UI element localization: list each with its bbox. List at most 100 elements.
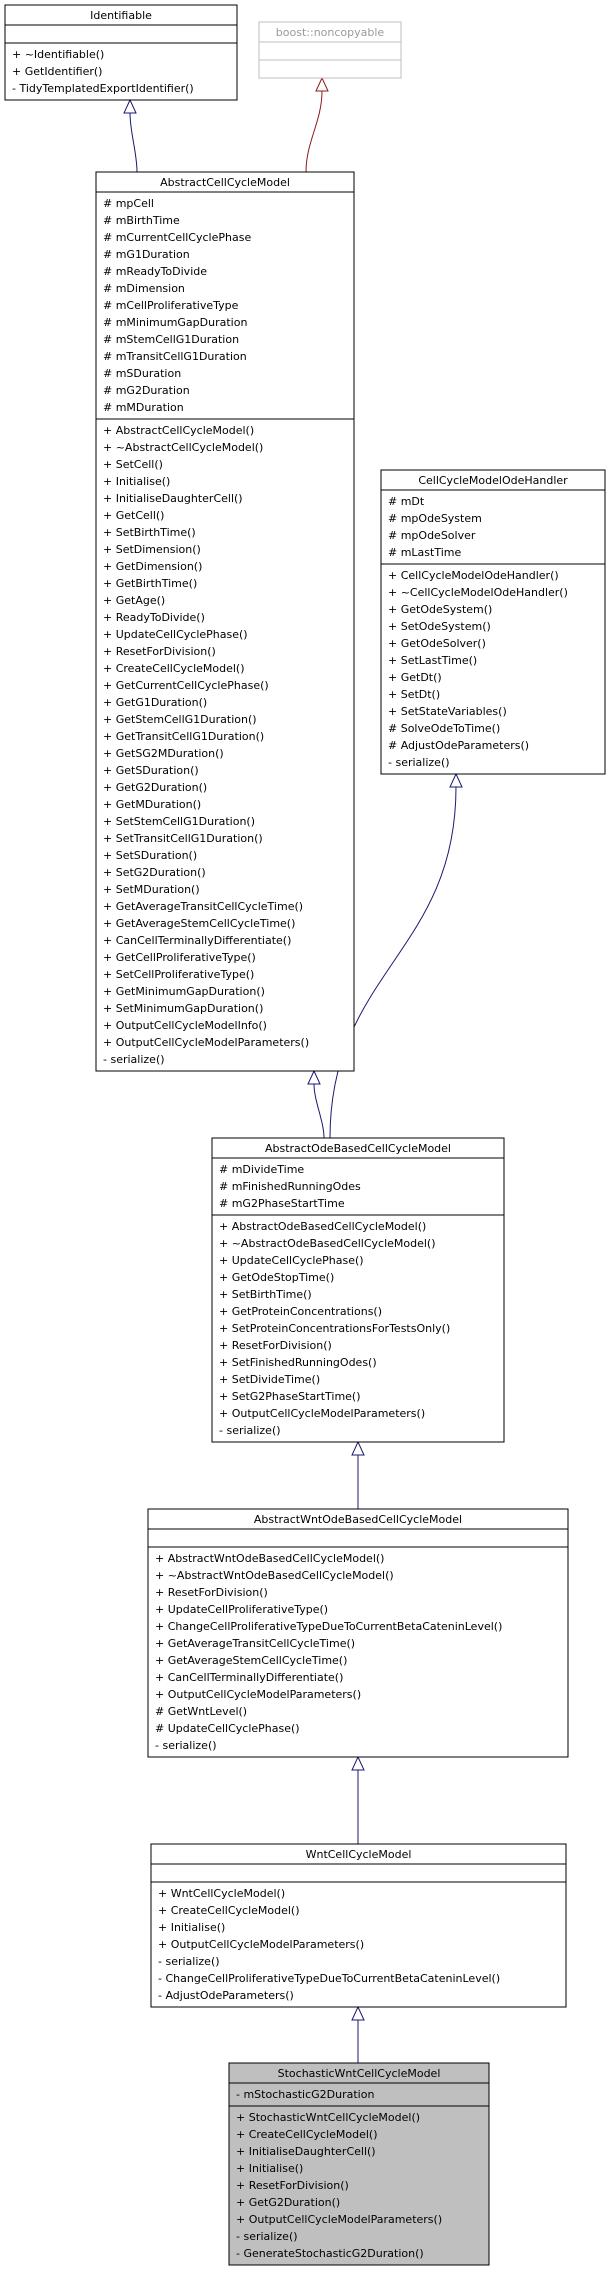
class-method: + WntCellCycleModel() xyxy=(158,1887,285,1900)
class-method: + GetDimension() xyxy=(103,560,202,573)
class-name: AbstractCellCycleModel xyxy=(160,176,290,189)
inheritance-arrow-stochastic-wnt-cell-cycle-model-to-wnt-cell-cycle-model xyxy=(351,2005,365,2063)
class-boxes: Identifiable+ ~Identifiable()+ GetIdenti… xyxy=(4,4,606,2266)
class-method: + ChangeCellProliferativeTypeDueToCurren… xyxy=(155,1620,502,1633)
class-method: - AdjustOdeParameters() xyxy=(158,1989,294,2002)
class-attribute: # mpCell xyxy=(103,197,154,210)
class-method: + OutputCellCycleModelParameters() xyxy=(236,2213,442,2226)
class-method: + SetG2Duration() xyxy=(103,866,206,879)
class-method: + AbstractWntOdeBasedCellCycleModel() xyxy=(155,1552,384,1565)
class-method: + Initialise() xyxy=(103,475,170,488)
class-method: + SetProteinConcentrationsForTestsOnly() xyxy=(219,1322,450,1335)
class-box-wnt-cell-cycle-model[interactable]: WntCellCycleModel + WntCellCycleModel() + … xyxy=(150,1843,567,2008)
class-method: # UpdateCellCyclePhase() xyxy=(155,1722,300,1735)
class-method: - ChangeCellProliferativeTypeDueToCurren… xyxy=(158,1972,500,1985)
class-method: + CreateCellCycleModel() xyxy=(103,662,245,675)
class-method: + CanCellTerminallyDifferentiate() xyxy=(155,1671,343,1684)
class-name: WntCellCycleModel xyxy=(306,1848,412,1861)
class-method: + GetCell() xyxy=(103,509,164,522)
class-method: + AbstractCellCycleModel() xyxy=(103,424,254,437)
class-method: + ~AbstractWntOdeBasedCellCycleModel() xyxy=(155,1569,394,1582)
class-method: + ~CellCycleModelOdeHandler() xyxy=(388,586,568,599)
class-box-stochastic-wnt-cell-cycle-model[interactable]: StochasticWntCellCycleModel - mStochastic… xyxy=(228,2062,490,2266)
class-method: + GetDt() xyxy=(388,671,442,684)
class-name: AbstractWntOdeBasedCellCycleModel xyxy=(254,1513,462,1526)
class-method: + ~AbstractCellCycleModel() xyxy=(103,441,263,454)
class-attribute: # mSDuration xyxy=(103,367,181,380)
class-method: - serialize() xyxy=(158,1955,220,1968)
inheritance-arrow-abstract-cell-cycle-model-to-noncopyable xyxy=(305,76,329,173)
inheritance-arrowhead xyxy=(123,98,137,114)
inheritance-arrowhead xyxy=(351,2005,365,2021)
class-attribute: - mStochasticG2Duration xyxy=(236,2088,374,2101)
class-box-frame xyxy=(4,4,238,101)
class-method: + SetSDuration() xyxy=(103,849,197,862)
class-method: + OutputCellCycleModelParameters() xyxy=(158,1938,364,1951)
class-method: + GetG1Duration() xyxy=(103,696,207,709)
inheritance-arrow-abstract-ode-based-cell-cycle-model-to-abstract-cell-cycle-model xyxy=(307,1069,325,1139)
class-method: + SetDt() xyxy=(388,688,440,701)
inheritance-edges xyxy=(123,76,463,2063)
class-method: + SetMinimumGapDuration() xyxy=(103,1002,263,1015)
class-box-abstract-wnt-ode-based-cell-cycle-model[interactable]: AbstractWntOdeBasedCellCycleModel + Abstr… xyxy=(147,1508,569,1758)
inheritance-arrow-abstract-ode-based-cell-cycle-model-to-cell-cycle-model-ode-handler xyxy=(329,772,463,1139)
class-attribute: # mLastTime xyxy=(388,546,461,559)
class-box-cell-cycle-model-ode-handler[interactable]: CellCycleModelOdeHandler# mDt# mpOdeSyst… xyxy=(380,469,606,775)
class-method: + GetG2Duration() xyxy=(103,781,207,794)
class-method: - GenerateStochasticG2Duration() xyxy=(236,2247,424,2260)
class-method: + ResetForDivision() xyxy=(155,1586,268,1599)
class-method: + GetAverageTransitCellCycleTime() xyxy=(103,900,303,913)
class-method: + SetFinishedRunningOdes() xyxy=(219,1356,377,1369)
class-box-identifiable[interactable]: Identifiable+ ~Identifiable()+ GetIdenti… xyxy=(4,4,238,101)
class-attribute: # mBirthTime xyxy=(103,214,180,227)
class-attribute: # mCellProliferativeType xyxy=(103,299,239,312)
class-method: + SetG2PhaseStartTime() xyxy=(219,1390,361,1403)
class-attribute: # mMDuration xyxy=(103,401,184,414)
class-box-frame xyxy=(211,1137,505,1443)
class-method: + SetDimension() xyxy=(103,543,201,556)
class-method: + ResetForDivision() xyxy=(103,645,216,658)
class-name: StochasticWntCellCycleModel xyxy=(278,2067,441,2080)
class-method: + SetBirthTime() xyxy=(103,526,196,539)
class-method: + GetSDuration() xyxy=(103,764,199,777)
class-box-abstract-ode-based-cell-cycle-model[interactable]: AbstractOdeBasedCellCycleModel# mDivideT… xyxy=(211,1137,505,1443)
class-method: + ~Identifiable() xyxy=(12,48,104,61)
class-method: + StochasticWntCellCycleModel() xyxy=(236,2111,420,2124)
class-method: + CanCellTerminallyDifferentiate() xyxy=(103,934,291,947)
class-method: + GetBirthTime() xyxy=(103,577,197,590)
inheritance-arrow-abstract-wnt-ode-based-cell-cycle-model-to-abstract-ode-based-cell-cycle-model xyxy=(351,1440,365,1509)
class-method: + OutputCellCycleModelParameters() xyxy=(219,1407,425,1420)
class-method: + GetAge() xyxy=(103,594,165,607)
class-box-frame xyxy=(147,1508,569,1758)
class-method: + SetLastTime() xyxy=(388,654,477,667)
class-method: + ~AbstractOdeBasedCellCycleModel() xyxy=(219,1237,436,1250)
class-method: + GetSG2MDuration() xyxy=(103,747,224,760)
class-method: + SetDivideTime() xyxy=(219,1373,320,1386)
inheritance-line xyxy=(329,786,457,1139)
class-attribute: # mMinimumGapDuration xyxy=(103,316,247,329)
class-box-frame xyxy=(150,1843,567,2008)
class-attribute: # mpOdeSystem xyxy=(388,512,482,525)
class-attribute: # mReadyToDivide xyxy=(103,265,207,278)
class-attribute: # mG2PhaseStartTime xyxy=(219,1197,345,1210)
class-method: + CreateCellCycleModel() xyxy=(236,2128,378,2141)
class-box-abstract-cell-cycle-model[interactable]: AbstractCellCycleModel # mpCell # mBirthTi… xyxy=(95,171,355,1072)
inheritance-arrowhead xyxy=(449,772,463,788)
class-box-noncopyable[interactable]: boost::noncopyable xyxy=(258,21,402,79)
class-method: + GetAverageStemCellCycleTime() xyxy=(155,1654,347,1667)
class-method: + CellCycleModelOdeHandler() xyxy=(388,569,559,582)
inheritance-line xyxy=(129,112,138,173)
class-method: + GetOdeSystem() xyxy=(388,603,492,616)
class-method: + OutputCellCycleModelParameters() xyxy=(155,1688,361,1701)
class-method: + Initialise() xyxy=(158,1921,225,1934)
class-method: + SetCell() xyxy=(103,458,163,471)
class-attribute: # mCurrentCellCyclePhase xyxy=(103,231,251,244)
class-method: - serialize() xyxy=(103,1053,165,1066)
inheritance-arrow-abstract-cell-cycle-model-to-identifiable xyxy=(123,98,138,173)
class-method: + GetMDuration() xyxy=(103,798,201,811)
inheritance-arrowhead xyxy=(351,1440,365,1456)
class-attribute: # mFinishedRunningOdes xyxy=(219,1180,361,1193)
class-attribute: # mDimension xyxy=(103,282,185,295)
class-method: # AdjustOdeParameters() xyxy=(388,739,529,752)
class-method: - serialize() xyxy=(219,1424,281,1437)
